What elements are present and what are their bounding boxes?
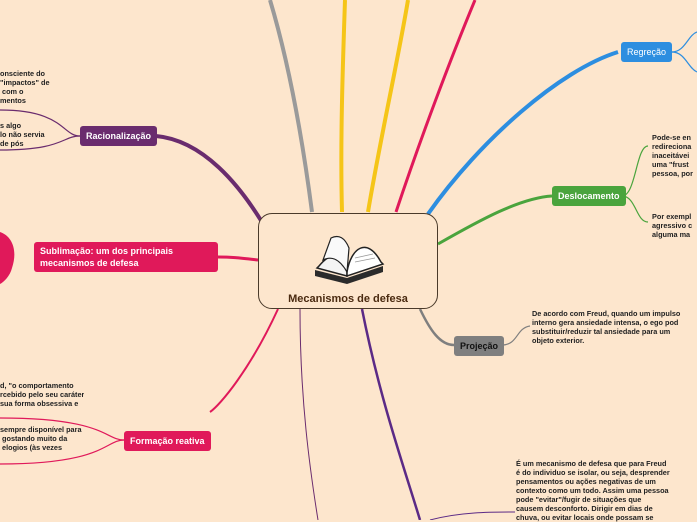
link-deslocamento bbox=[437, 194, 553, 246]
node-sublimacao[interactable]: Sublimação: um dos principais mecanismos… bbox=[34, 242, 218, 272]
node-deslocamento[interactable]: Deslocamento bbox=[552, 186, 626, 206]
link-formacao-sub-2 bbox=[0, 439, 125, 465]
link-deslocamento-sub-2 bbox=[621, 195, 649, 223]
node-sublimacao-line1: Sublimação: um dos principais bbox=[40, 246, 174, 256]
link-formacao-sub-1 bbox=[0, 417, 125, 441]
central-topic[interactable]: Mecanismos de defesa bbox=[258, 213, 438, 309]
link-projecao bbox=[418, 308, 455, 347]
sublimacao-blob bbox=[0, 232, 15, 284]
node-regressao[interactable]: Regreção bbox=[621, 42, 673, 62]
open-book-icon bbox=[315, 235, 385, 284]
link-racionalizacao-sub-1 bbox=[0, 109, 81, 137]
link-formacao bbox=[209, 308, 279, 413]
link-top-yellow-2 bbox=[366, 0, 410, 213]
link-top-yellow-1 bbox=[339, 0, 347, 213]
link-deslocamento-sub-1 bbox=[621, 145, 649, 197]
link-regressao bbox=[426, 50, 619, 216]
link-bottom-left bbox=[299, 308, 319, 520]
note-isolamento: É um mecanismo de defesa que para Freud … bbox=[516, 459, 670, 522]
link-racionalizacao-sub-2 bbox=[0, 135, 81, 151]
node-formacao-reativa[interactable]: Formação reativa bbox=[124, 431, 211, 451]
link-top-red bbox=[394, 0, 477, 213]
link-regressao-sub-1 bbox=[671, 31, 697, 53]
node-sublimacao-line2: mecanismos de defesa bbox=[40, 258, 139, 268]
central-topic-title: Mecanismos de defesa bbox=[288, 293, 408, 305]
note-racionalizacao-b: s algo lo não servia de pós bbox=[0, 121, 45, 148]
link-racionalizacao bbox=[155, 134, 276, 244]
note-racionalizacao-a: onsciente do "impactos" de com o mentos bbox=[0, 69, 50, 105]
note-deslocamento-a: Pode-se en redireciona inaceitávei uma "… bbox=[652, 133, 693, 178]
link-sublimacao bbox=[217, 255, 259, 262]
link-projecao-sub bbox=[501, 325, 531, 346]
note-deslocamento-b: Por exempl agressivo c alguma ma bbox=[652, 212, 693, 239]
node-projecao[interactable]: Projeção bbox=[454, 336, 505, 356]
link-isolamento bbox=[360, 308, 422, 520]
link-isolamento-bottom bbox=[429, 511, 516, 520]
link-top-gray bbox=[268, 0, 314, 213]
node-racionalizacao[interactable]: Racionalização bbox=[80, 126, 158, 146]
note-formacao-a: d, "o comportamento rcebido pelo seu car… bbox=[0, 381, 85, 408]
link-regressao-sub-2 bbox=[671, 51, 697, 73]
note-formacao-b: sempre disponível para gostando muito da… bbox=[0, 425, 82, 452]
note-projecao: De acordo com Freud, quando um impulso i… bbox=[532, 309, 681, 345]
